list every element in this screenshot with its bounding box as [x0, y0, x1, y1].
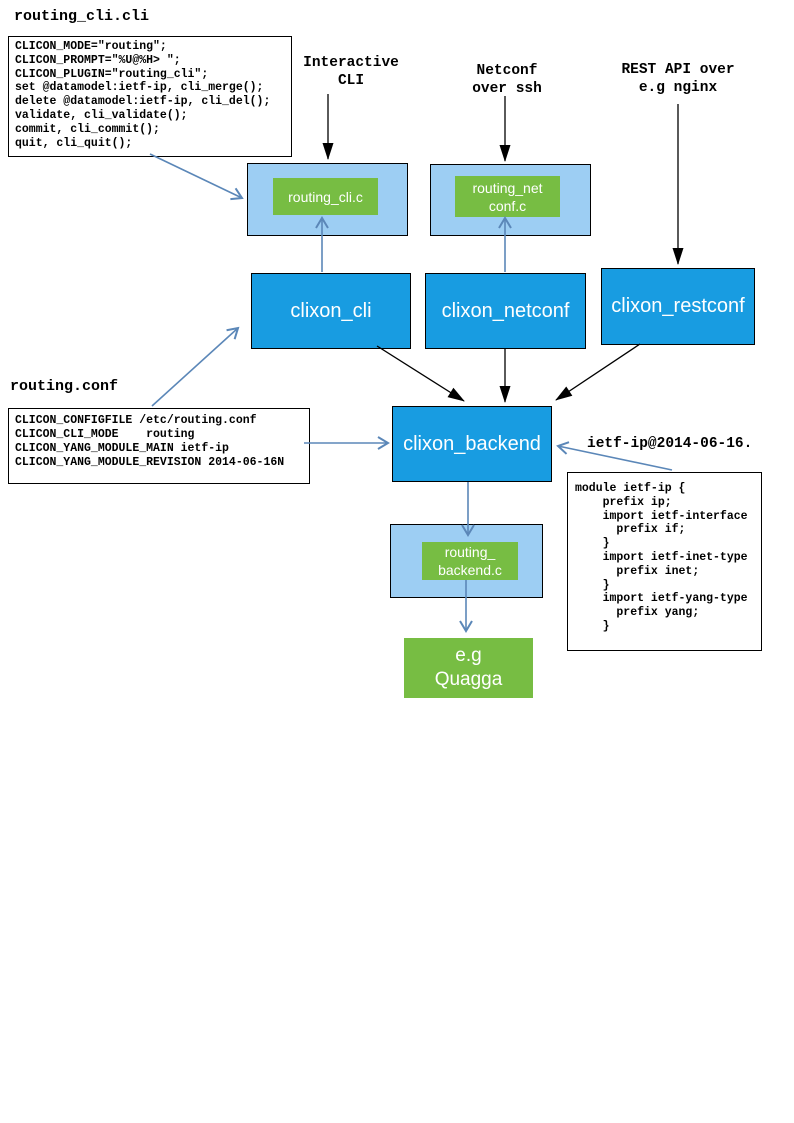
- arrow-routing-conf-to-cli: [151, 326, 240, 407]
- plugin-container-backend: routing_ backend.c: [390, 524, 543, 598]
- plugin-file-routing-netconf-c: routing_net conf.c: [455, 176, 560, 217]
- code-box-routing-conf: CLICON_CONFIGFILE /etc/routing.conf CLIC…: [8, 408, 310, 484]
- node-clixon-restconf: clixon_restconf: [601, 268, 755, 345]
- plugin-file-routing-backend-c: routing_ backend.c: [422, 542, 518, 580]
- node-clixon-netconf: clixon_netconf: [425, 273, 586, 349]
- code-box-ietf-ip-yang-module: module ietf-ip { prefix ip; import ietf-…: [567, 472, 762, 651]
- node-quagga: e.g Quagga: [404, 638, 533, 698]
- label-netconf-over-ssh: Netconf over ssh: [472, 63, 542, 97]
- plugin-container-netconf: routing_net conf.c: [430, 164, 591, 236]
- label-interactive-cli: Interactive CLI: [303, 55, 399, 89]
- file-title-routing-conf: routing.conf: [10, 378, 119, 395]
- file-title-ietf-ip-yang: ietf-ip@2014-06-16.: [587, 436, 753, 452]
- code-box-routing-cli-cli: CLICON_MODE="routing"; CLICON_PROMPT="%U…: [8, 36, 292, 157]
- arrow-cli-to-backend: [376, 345, 465, 402]
- arrow-restconf-to-backend: [555, 343, 641, 401]
- node-clixon-cli: clixon_cli: [251, 273, 411, 349]
- node-clixon-backend: clixon_backend: [392, 406, 552, 482]
- arrow-routing-cli-file-to-plugin: [149, 153, 244, 201]
- plugin-file-routing-cli-c: routing_cli.c: [273, 178, 378, 215]
- label-rest-api-nginx: REST API over e.g nginx: [621, 62, 735, 96]
- plugin-container-cli: routing_cli.c: [247, 163, 408, 236]
- file-title-routing-cli-cli: routing_cli.cli: [14, 8, 150, 25]
